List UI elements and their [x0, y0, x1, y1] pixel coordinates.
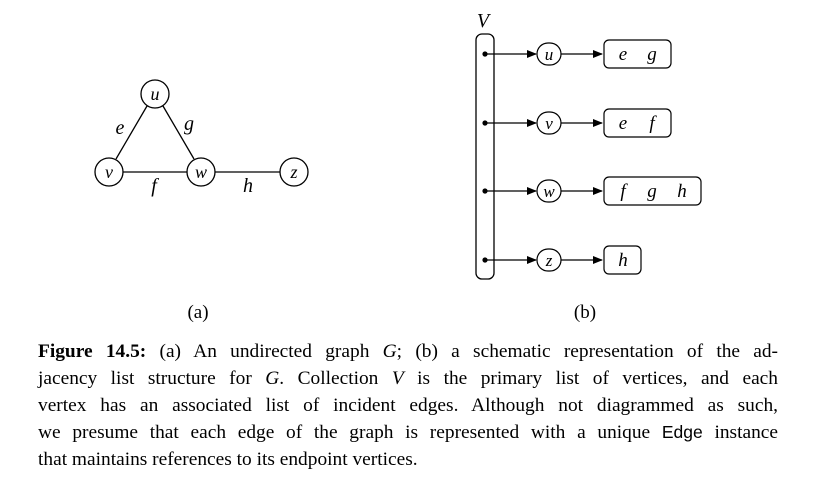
figure-label: Figure 14.5: [38, 341, 147, 362]
edge-list-w [603, 176, 702, 206]
edge-item: g [647, 181, 657, 202]
edge-list-v [603, 108, 672, 138]
edge-list-u [603, 39, 672, 69]
graph-edge-g [162, 105, 195, 160]
sublabel-a: (a) [187, 302, 209, 323]
caption-line: Figure 14.5: (a) An undirected graph G; … [38, 338, 778, 365]
caption-code: Edge [661, 422, 703, 442]
collection-label-V: V [477, 10, 492, 32]
edge-item: f [620, 181, 628, 202]
vertex-label-z: z [289, 162, 297, 182]
caption-text: vertex has an associated list of inciden… [38, 395, 778, 416]
edge-item: f [649, 113, 657, 134]
caption-math: V [391, 368, 404, 389]
edge-item: e [619, 113, 627, 134]
graph-vertex-v: v [94, 157, 124, 187]
adjacency-list-structure: V u e g v e f w [475, 10, 702, 280]
caption-text: jacency list structure for [38, 368, 266, 389]
adjacency-row-v: v e f [482, 108, 672, 138]
figure-caption: Figure 14.5: (a) An undirected graph G; … [38, 338, 778, 473]
vertex-label-w: w [195, 162, 207, 182]
caption-line: jacency list structure for G. Collection… [38, 365, 778, 392]
caption-line: that maintains references to its endpoin… [38, 446, 778, 473]
edge-item: g [647, 44, 657, 65]
caption-math: G [382, 341, 397, 362]
graph-edge-e [115, 105, 148, 160]
graph-vertex-w: w [186, 157, 216, 187]
vertex-node-label: u [545, 45, 554, 64]
vertex-collection [475, 33, 495, 280]
edge-label-g: g [184, 113, 194, 135]
edge-item: h [618, 250, 628, 271]
edge-label-e: e [116, 117, 125, 139]
undirected-graph: u v w z e g f h [94, 79, 309, 197]
vertex-node-label: w [543, 182, 555, 201]
caption-text: is the primary list of vertices, and eac… [403, 368, 778, 389]
sublabel-b: (b) [573, 302, 597, 323]
caption-line: we presume that each edge of the graph i… [38, 419, 778, 446]
caption-line: vertex has an associated list of inciden… [38, 392, 778, 419]
edge-label-h: h [243, 175, 253, 197]
caption-text: that maintains references to its endpoin… [38, 449, 418, 470]
caption-text: we presume that each edge of the graph i… [38, 422, 662, 443]
edge-item: e [619, 44, 627, 65]
caption-text: . Collection [279, 368, 392, 389]
caption-text: instance [702, 422, 778, 443]
adjacency-row-u: u e g [482, 39, 672, 69]
edge-list-z [603, 245, 642, 275]
edge-item: h [677, 181, 687, 202]
edge-label-f: f [151, 175, 159, 197]
graph-vertex-z: z [279, 157, 309, 187]
vertex-label-u: u [151, 84, 160, 104]
vertex-node-label: z [545, 251, 553, 270]
caption-math: G [265, 368, 280, 389]
caption-text: (a) An undirected graph [146, 341, 383, 362]
vertex-node-label: v [545, 114, 553, 133]
adjacency-row-z: z h [482, 245, 642, 275]
figure: u v w z e g f h V u e g [94, 10, 702, 280]
adjacency-row-w: w f g h [482, 176, 702, 206]
caption-text: ; (b) a schematic representation of the … [396, 341, 779, 362]
graph-vertex-u: u [140, 79, 170, 109]
vertex-label-v: v [105, 162, 113, 182]
